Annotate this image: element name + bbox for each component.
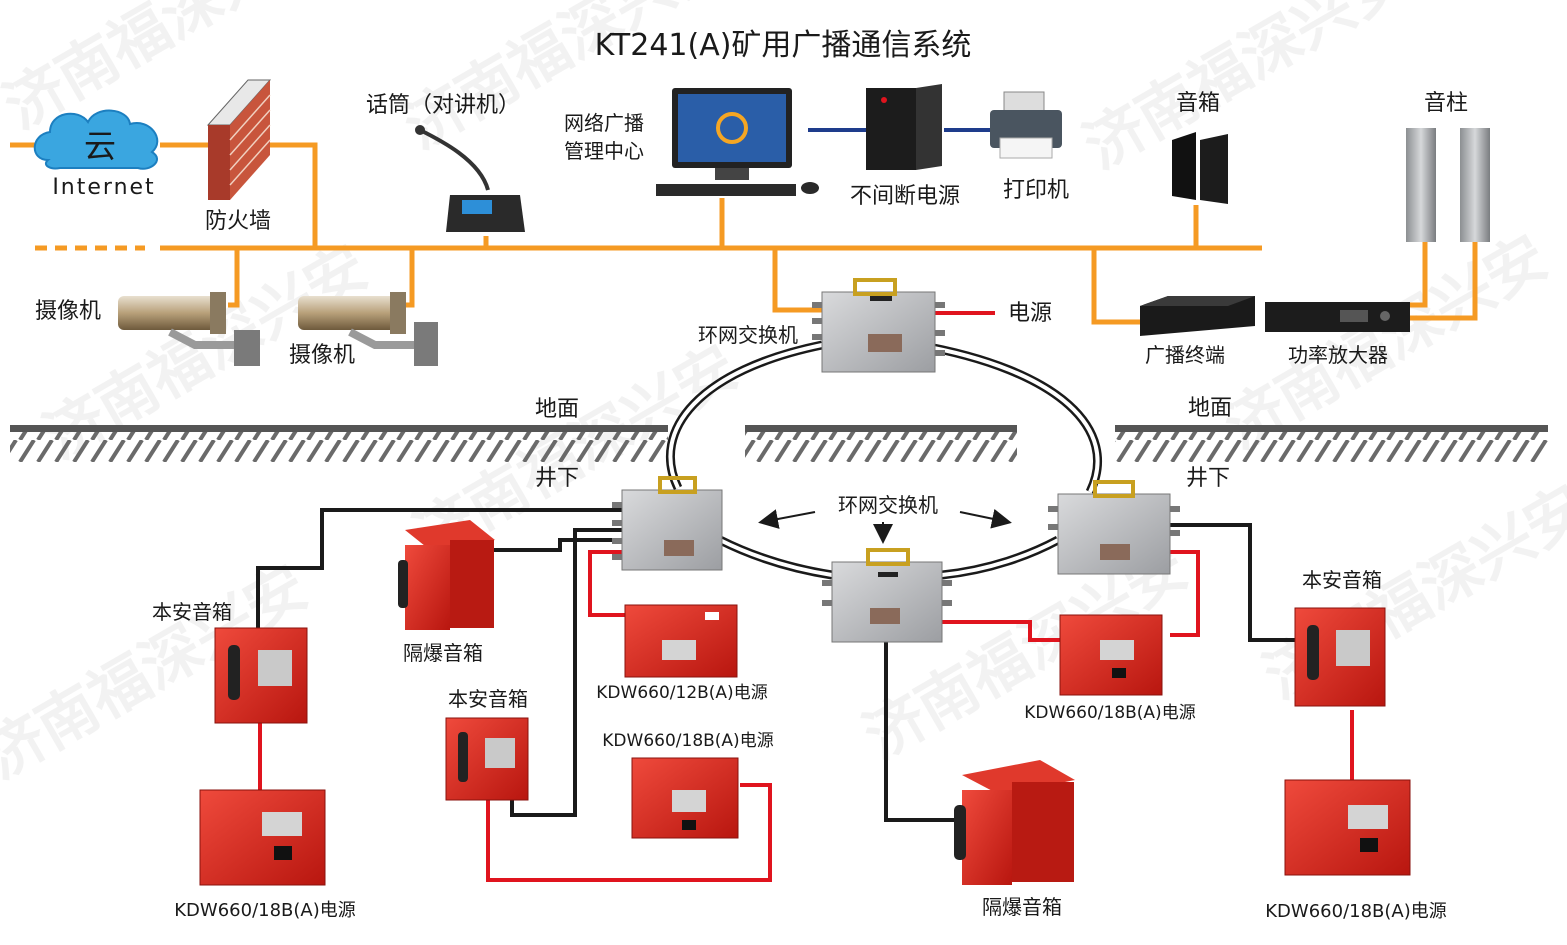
ups-label: 不间断电源 — [850, 184, 960, 209]
printer-icon — [990, 91, 1062, 159]
computer-icon — [656, 88, 819, 196]
power-18b-mid-icon — [631, 757, 739, 839]
power-amp-icon — [1265, 302, 1410, 332]
diagram-title: KT241(A)矿用广播通信系统 — [595, 28, 972, 63]
underground-left-label: 井下 — [535, 466, 579, 491]
signal-cables — [256, 508, 1295, 822]
ring-switch-center-label: 环网交换机 — [838, 493, 938, 517]
watermark-3: 济南福深兴安 — [1073, 0, 1420, 183]
power-18b-left-bottom-label: KDW660/18B(A)电源 — [174, 900, 356, 921]
cloud-icon — [33, 109, 159, 170]
underground-right-label: 井下 — [1186, 466, 1230, 491]
watermark-1: 济南福深兴安 — [0, 0, 339, 143]
intrinsic-speaker-mid-icon — [445, 717, 529, 801]
flameproof-speaker-left-icon — [398, 520, 495, 630]
ring-switch-left-icon — [612, 476, 723, 571]
camera-right-label: 摄像机 — [289, 343, 355, 368]
power-18b-left-bottom-icon — [199, 789, 326, 886]
speaker-column-label: 音柱 — [1424, 91, 1468, 116]
ring-switch-arrows — [758, 508, 1012, 544]
intrinsic-speaker-left-icon — [214, 627, 308, 724]
speaker-column-icon — [1406, 128, 1490, 242]
flameproof-speaker-bottom-icon — [954, 760, 1075, 885]
power-18b-right-bottom-label: KDW660/18B(A)电源 — [1265, 901, 1447, 922]
fiber-ring — [665, 340, 1103, 580]
power-12b-label: KDW660/12B(A)电源 — [596, 683, 767, 703]
flameproof-speaker-bottom-label: 隔爆音箱 — [982, 895, 1062, 919]
ring-switch-right-icon — [1048, 480, 1180, 575]
intrinsic-speaker-right-label: 本安音箱 — [1302, 568, 1382, 592]
camera-left-label: 摄像机 — [35, 299, 101, 324]
power-18b-mid-label: KDW660/18B(A)电源 — [602, 731, 773, 751]
power-amp-label: 功率放大器 — [1288, 343, 1388, 367]
intrinsic-speaker-right-icon — [1294, 607, 1386, 707]
power-18b-right-bottom-icon — [1284, 779, 1411, 876]
microphone-icon — [415, 125, 525, 232]
power-18b-right-top-icon — [1059, 614, 1163, 696]
power-18b-right-top-label: KDW660/18B(A)电源 — [1024, 703, 1195, 723]
power-12b-icon — [624, 604, 738, 678]
ups-icon — [866, 84, 942, 170]
intrinsic-speaker-left-label: 本安音箱 — [152, 600, 232, 624]
camera-left-icon — [118, 292, 260, 366]
ring-switch-center-icon — [822, 548, 952, 643]
cloud-label: 云 — [84, 127, 116, 165]
camera-right-icon — [298, 292, 438, 366]
ring-switch-top-label: 环网交换机 — [698, 323, 798, 347]
flameproof-speaker-left-label: 隔爆音箱 — [403, 641, 483, 665]
broadcast-terminal-label: 广播终端 — [1145, 343, 1225, 367]
network-lines — [10, 142, 1478, 325]
printer-label: 打印机 — [1003, 178, 1069, 203]
firewall-icon — [206, 79, 272, 200]
power-top-label: 电源 — [1008, 301, 1052, 326]
speaker-box-label: 音箱 — [1176, 91, 1220, 116]
power-cables — [258, 311, 1354, 882]
firewall-label: 防火墙 — [205, 209, 271, 234]
ground-left-label: 地面 — [535, 397, 579, 422]
ground-strips — [10, 425, 1548, 462]
microphone-label: 话筒（对讲机） — [366, 93, 520, 118]
intrinsic-speaker-mid-label: 本安音箱 — [448, 687, 528, 711]
internet-label: Internet — [52, 175, 155, 200]
mgmt-label-line1: 网络广播 — [564, 111, 644, 135]
speaker-box-icon — [1172, 132, 1228, 204]
ring-switch-top-icon — [812, 278, 945, 373]
ground-right-label: 地面 — [1188, 396, 1232, 421]
broadcast-terminal-icon — [1140, 296, 1255, 336]
mgmt-label-line2: 管理中心 — [564, 139, 644, 163]
